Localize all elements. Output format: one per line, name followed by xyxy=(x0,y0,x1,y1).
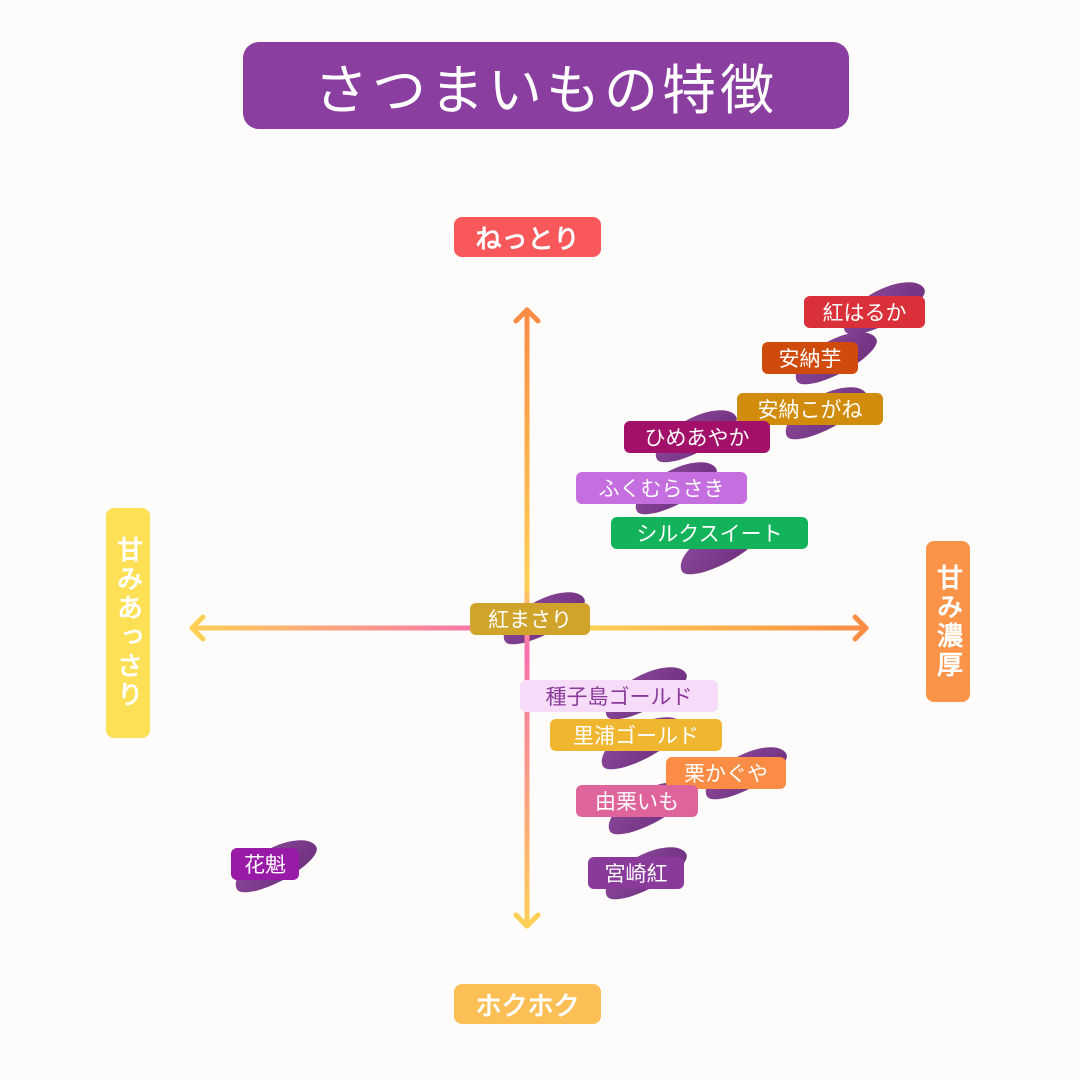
variety-label: 里浦ゴールド xyxy=(550,719,722,751)
axis-label-top: ねっとり xyxy=(454,217,601,257)
variety-label: 安納こがね xyxy=(737,393,883,425)
variety-label: シルクスイート xyxy=(611,517,808,549)
variety-label: 由栗いも xyxy=(576,785,698,817)
variety-label: 栗かぐや xyxy=(666,757,786,789)
axis-label-right: 甘み濃厚 xyxy=(926,541,970,702)
variety-label: ひめあやか xyxy=(624,421,770,453)
variety-label: 紅はるか xyxy=(804,296,925,328)
axis-label-bottom: ホクホク xyxy=(454,984,601,1024)
variety-label: 宮崎紅 xyxy=(588,857,684,889)
variety-label: 種子島ゴールド xyxy=(520,680,718,712)
variety-label: 花魁 xyxy=(231,848,299,880)
axis-label-left: 甘みあっさり xyxy=(106,508,150,738)
variety-label: 安納芋 xyxy=(762,342,858,374)
variety-label: 紅まさり xyxy=(470,603,590,635)
variety-label: ふくむらさき xyxy=(576,472,747,504)
page-title: さつまいもの特徴 xyxy=(243,42,849,129)
